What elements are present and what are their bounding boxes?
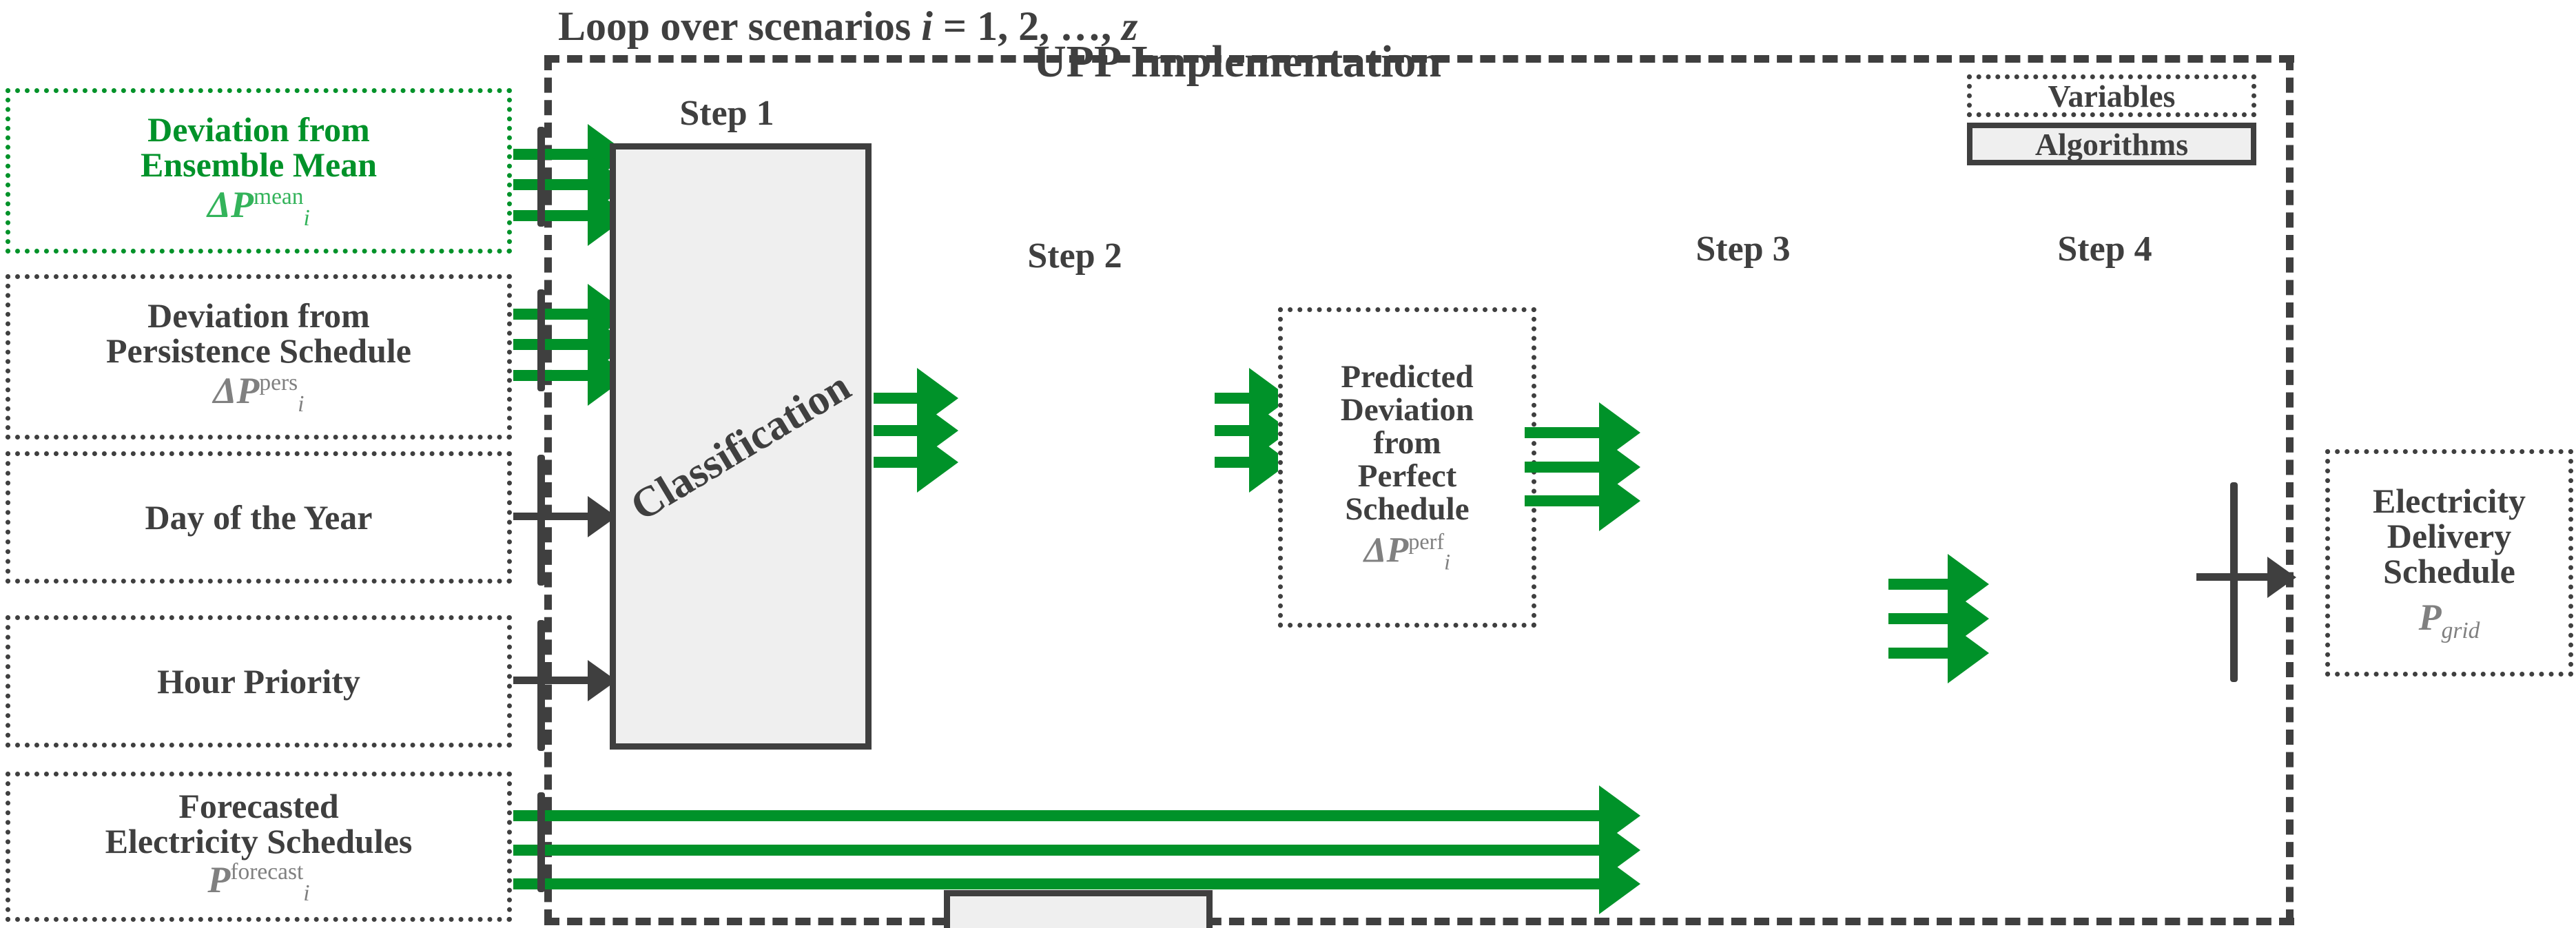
symbol-superscript: pers bbox=[259, 369, 298, 395]
input-symbol: ΔPmeani bbox=[207, 185, 310, 230]
step-2-label: Step 2 bbox=[1027, 236, 1122, 276]
symbol-subscript: i bbox=[303, 205, 310, 231]
variable-symbol: ΔPperfi bbox=[1364, 530, 1450, 574]
arrow-forecast-schedules-to-adjustment-3 bbox=[513, 878, 1600, 889]
variable-box-predicted-deviation-perfect-schedule[interactable]: Predicted Deviation from Perfect Schedul… bbox=[1278, 307, 1536, 628]
arrow-adjustment-to-final-selection-1 bbox=[1888, 579, 1949, 590]
loop-title-end: z bbox=[1122, 3, 1138, 49]
symbol-superscript: perf bbox=[1408, 529, 1445, 555]
arrow-ensemble-mean-to-classification-2 bbox=[513, 179, 589, 190]
rail-tick-5 bbox=[537, 792, 545, 892]
loop-title: Loop over scenarios i = 1, 2, …, z bbox=[551, 3, 1145, 50]
input-box-deviation-persistence-schedule[interactable]: Deviation from Persistence Schedule ΔPpe… bbox=[6, 274, 512, 440]
arrow-fuzzy-to-predicted-deviation-1 bbox=[1215, 393, 1250, 404]
symbol-delta: Δ bbox=[1363, 530, 1387, 570]
loop-frame-left bbox=[544, 55, 552, 925]
symbol-subscript: i bbox=[1444, 549, 1451, 575]
rail-tick-2 bbox=[537, 289, 545, 391]
arrow-forecast-schedules-to-adjustment-1 bbox=[513, 810, 1600, 821]
input-box-deviation-ensemble-mean[interactable]: Deviation from Ensemble Mean ΔPmeani bbox=[6, 88, 512, 254]
input-label-line2: Ensemble Mean bbox=[140, 145, 378, 184]
input-label-line1: Deviation from bbox=[147, 296, 370, 335]
arrow-predicted-deviation-to-adjustment-2 bbox=[1525, 462, 1600, 473]
symbol-base: P bbox=[207, 858, 231, 900]
loop-title-var: i bbox=[921, 3, 933, 49]
legend-algorithms-label: Algorithms bbox=[2034, 126, 2189, 162]
input-box-forecasted-electricity-schedules[interactable]: Forecasted Electricity Schedules Pforeca… bbox=[6, 772, 512, 922]
rail-tick-1 bbox=[537, 127, 545, 227]
output-symbol: Pgrid bbox=[2418, 596, 2480, 643]
rail-tick-4 bbox=[537, 620, 545, 751]
symbol-base: P bbox=[231, 183, 254, 225]
symbol-superscript: forecast bbox=[230, 858, 304, 885]
arrow-forecast-schedules-to-adjustment-2 bbox=[513, 845, 1600, 856]
symbol-delta: Δ bbox=[213, 369, 237, 411]
arrow-day-of-year-to-classification bbox=[513, 513, 589, 520]
arrow-classification-to-fuzzy-3 bbox=[874, 457, 918, 468]
step-4-label: Step 4 bbox=[2057, 229, 2152, 269]
output-rail-tick bbox=[2230, 482, 2238, 682]
step-3-label: Step 3 bbox=[1696, 229, 1791, 269]
input-label-line2: Electricity Schedules bbox=[105, 821, 413, 860]
arrow-ensemble-mean-to-classification-3 bbox=[513, 210, 589, 221]
algorithm-box-classification[interactable]: Classification bbox=[610, 143, 872, 750]
loop-title-prefix: Loop over scenarios bbox=[558, 3, 922, 49]
arrow-adjustment-to-final-selection-3 bbox=[1888, 648, 1949, 659]
arrow-fuzzy-to-predicted-deviation-3 bbox=[1215, 457, 1250, 468]
page-title: UPP Implementation bbox=[1033, 37, 1442, 87]
symbol-base: P bbox=[236, 369, 260, 411]
input-label-line1: Hour Priority bbox=[157, 661, 360, 701]
caption-line: Classification bbox=[622, 362, 859, 530]
algorithm-box-fuzzy-decision-tree[interactable]: Fuzzy Decision Tree Rules Inference bbox=[944, 890, 1213, 928]
loop-frame-bottom bbox=[544, 918, 2294, 925]
input-label-line1: Forecasted bbox=[178, 786, 339, 825]
loop-title-suffix: = 1, 2, …, bbox=[932, 3, 1122, 49]
symbol-base: P bbox=[2418, 596, 2442, 638]
legend-algorithms: Algorithms bbox=[1967, 123, 2256, 165]
symbol-subscript: i bbox=[298, 391, 305, 417]
variable-label-line1: Predicted bbox=[1341, 359, 1474, 395]
input-label-line2: Persistence Schedule bbox=[106, 331, 411, 370]
input-box-hour-priority[interactable]: Hour Priority bbox=[6, 615, 512, 747]
output-label-line2: Delivery bbox=[2387, 516, 2512, 555]
input-symbol: Pforecasti bbox=[207, 860, 309, 905]
legend-variables-label: Variables bbox=[2048, 78, 2176, 114]
step-1-label: Step 1 bbox=[679, 94, 774, 133]
symbol-superscript: mean bbox=[254, 183, 304, 209]
symbol-delta: Δ bbox=[207, 183, 231, 225]
arrow-persistence-to-classification-1 bbox=[513, 309, 589, 320]
arrow-predicted-deviation-to-adjustment-1 bbox=[1525, 427, 1600, 438]
arrow-persistence-to-classification-2 bbox=[513, 339, 589, 350]
output-label-line1: Electricity bbox=[2372, 481, 2526, 520]
arrow-hour-priority-to-classification bbox=[513, 677, 589, 684]
variable-label-line5: Schedule bbox=[1345, 491, 1470, 528]
loop-frame-top bbox=[544, 55, 2294, 63]
variable-label-line3: from bbox=[1373, 425, 1441, 462]
arrow-predicted-deviation-to-adjustment-3 bbox=[1525, 495, 1600, 506]
output-box-electricity-delivery-schedule[interactable]: Electricity Delivery Schedule Pgrid bbox=[2325, 449, 2573, 677]
symbol-base: P bbox=[1386, 530, 1409, 570]
arrow-persistence-to-classification-3 bbox=[513, 370, 589, 381]
symbol-subscript: grid bbox=[2441, 617, 2480, 643]
arrow-fuzzy-to-predicted-deviation-2 bbox=[1215, 425, 1250, 436]
input-label-line1: Deviation from bbox=[147, 110, 370, 149]
input-box-day-of-the-year[interactable]: Day of the Year bbox=[6, 451, 512, 584]
legend-variables: Variables bbox=[1967, 74, 2256, 117]
input-label-line1: Day of the Year bbox=[145, 497, 373, 537]
arrow-classification-to-fuzzy-2 bbox=[874, 425, 918, 436]
input-symbol: ΔPpersi bbox=[214, 371, 305, 416]
output-label-line3: Schedule bbox=[2383, 551, 2515, 590]
symbol-subscript: i bbox=[303, 880, 310, 906]
arrow-ensemble-mean-to-classification-1 bbox=[513, 149, 589, 160]
variable-label-line4: Perfect bbox=[1357, 458, 1457, 495]
arrow-classification-to-fuzzy-1 bbox=[874, 393, 918, 404]
arrow-adjustment-to-final-selection-2 bbox=[1888, 613, 1949, 624]
variable-label-line2: Deviation bbox=[1340, 392, 1474, 429]
rail-tick-3 bbox=[537, 455, 545, 586]
loop-frame-right bbox=[2286, 55, 2294, 925]
algorithm-caption-classification: Classification bbox=[622, 362, 859, 530]
